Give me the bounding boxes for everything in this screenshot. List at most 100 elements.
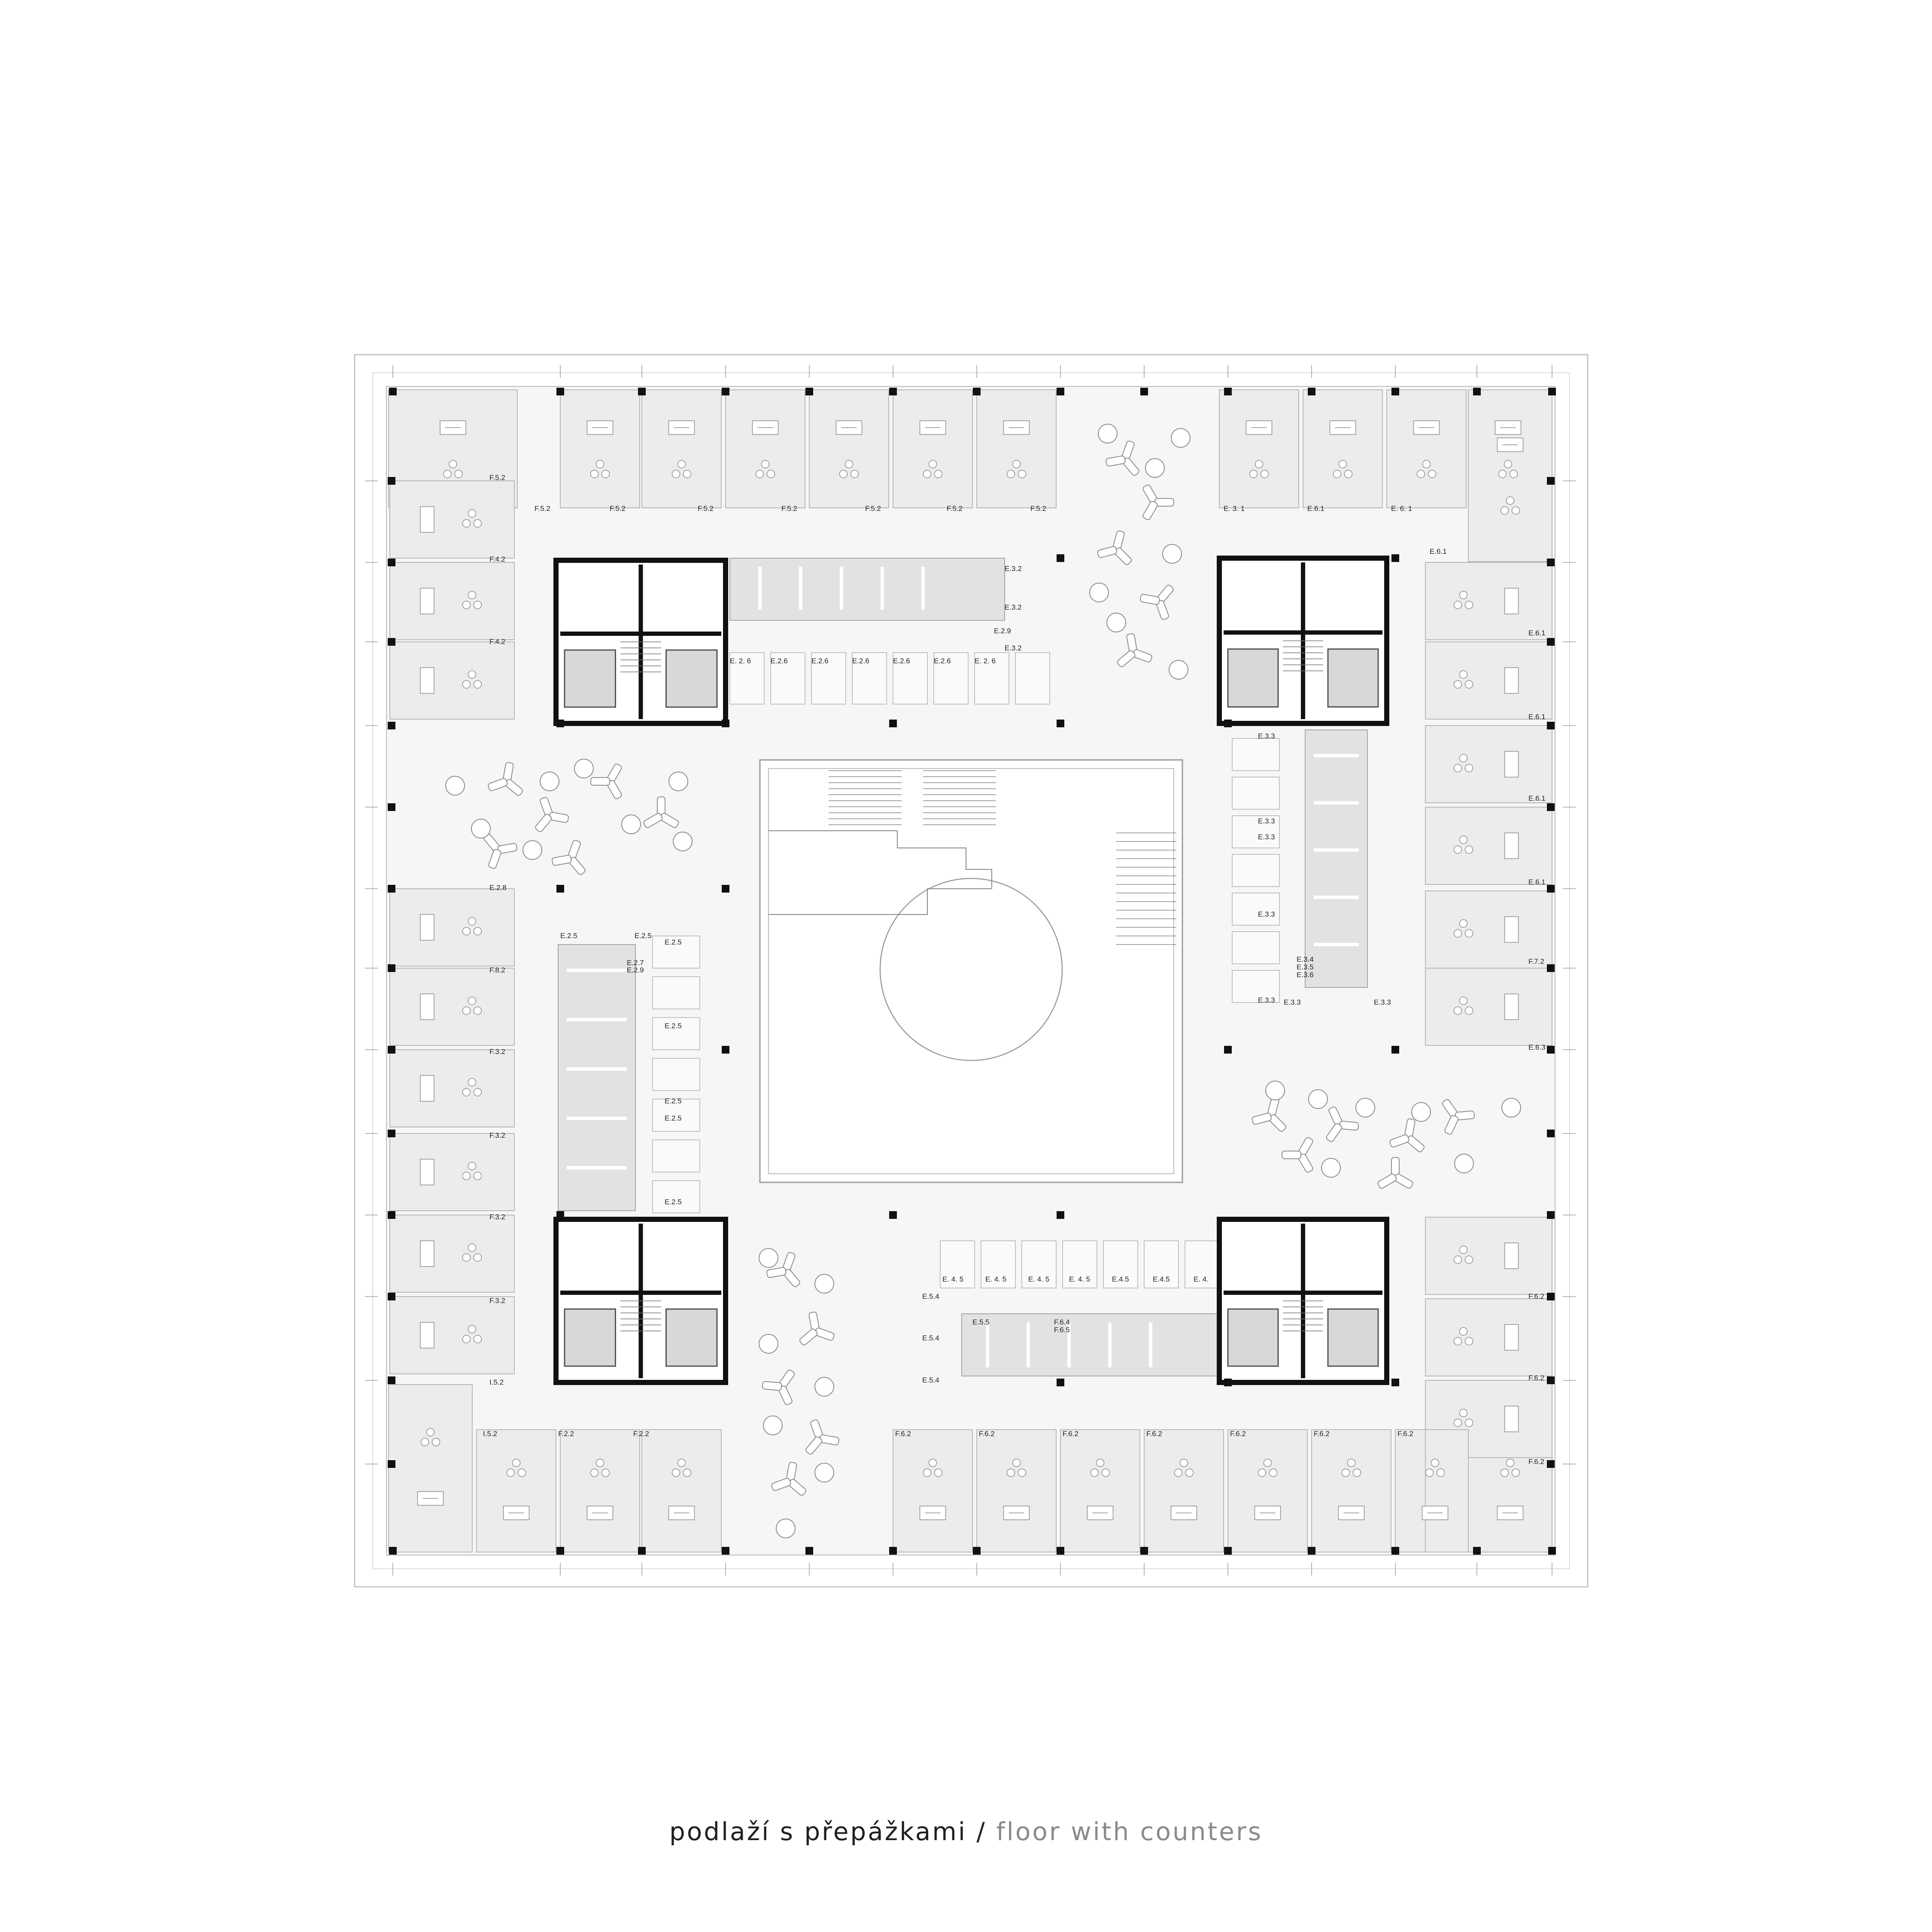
structural-column (556, 885, 564, 893)
service-counter (652, 976, 700, 1009)
lounge-stool (471, 819, 491, 838)
chair (1453, 680, 1462, 689)
chair (923, 470, 932, 478)
lounge-seat-arm (1140, 594, 1160, 605)
chair (1464, 764, 1473, 772)
lounge-seat-arm (805, 1436, 823, 1455)
service-counter (1232, 931, 1280, 964)
lounge-seat (1106, 440, 1139, 476)
structural-column (1547, 964, 1555, 972)
lounge-stool (540, 772, 559, 791)
building-envelope (372, 372, 1570, 1569)
room-label: I.5.2 (483, 1430, 497, 1438)
chair (473, 680, 482, 689)
office-room (1425, 641, 1552, 720)
room-label: E.3.3 (1258, 910, 1275, 918)
room-label: E.2.5 (665, 1198, 682, 1206)
structural-column (722, 388, 729, 395)
elevator (665, 649, 718, 708)
room-label: F.6.2 (1528, 1292, 1544, 1300)
room-label: E.3.5 (1297, 963, 1314, 971)
chair (462, 601, 471, 609)
lounge-stool (1501, 1098, 1521, 1118)
chair (1500, 506, 1509, 515)
room-label: E.2.7 (627, 959, 644, 967)
room-label: E.5.5 (972, 1318, 990, 1326)
lounge-seat-arm (535, 814, 552, 832)
chair (1018, 470, 1027, 478)
service-counter (893, 652, 928, 705)
chair (426, 1428, 435, 1437)
structural-column (388, 1460, 395, 1468)
chair (1464, 680, 1473, 689)
desk (420, 588, 434, 614)
lounge-stool (1411, 1102, 1431, 1122)
chair (462, 1088, 471, 1097)
room-label: E.2.5 (635, 932, 652, 940)
chair (839, 470, 848, 478)
desk (1504, 751, 1519, 778)
lounge-seat (535, 797, 569, 832)
lounge-seat (643, 796, 679, 828)
structural-column (556, 1547, 564, 1555)
office-room (1311, 1429, 1391, 1552)
room-label: F.2.2 (558, 1430, 574, 1438)
room-label: F.2.2 (633, 1430, 649, 1438)
structural-column (388, 1293, 395, 1300)
elevator (1327, 648, 1379, 708)
chair (462, 927, 471, 936)
office-room (389, 1049, 515, 1127)
lounge-stool (776, 1519, 796, 1538)
room-label: E. 4. (1194, 1275, 1209, 1283)
chair (468, 1243, 477, 1252)
room-label: E.6.3 (1528, 1043, 1546, 1051)
lounge-seat-arm (1391, 1157, 1400, 1177)
room-label: F.8.2 (489, 966, 505, 974)
structural-column (388, 1376, 395, 1384)
chair (1428, 470, 1437, 478)
chair (671, 1468, 680, 1477)
service-counter (652, 1099, 700, 1132)
desk (752, 420, 779, 435)
structural-column (1391, 554, 1399, 562)
lounge-seat (488, 762, 523, 796)
chair (517, 1468, 526, 1477)
office-room (389, 1133, 515, 1211)
chair (1498, 470, 1507, 478)
chair (1341, 1468, 1350, 1477)
lounge-seat (1442, 1099, 1475, 1135)
chair (1453, 929, 1462, 938)
room-label: E.3.3 (1258, 732, 1275, 740)
open-workspace (558, 944, 636, 1211)
lounge-seat (1140, 584, 1174, 620)
chair (1464, 845, 1473, 854)
office-room (389, 480, 515, 559)
structural-column (1057, 1547, 1064, 1555)
structural-column (388, 885, 395, 893)
office-room (389, 888, 515, 966)
lounge-stool (673, 832, 693, 851)
service-counter (1232, 893, 1280, 926)
chair (1333, 470, 1342, 478)
office-room (1219, 389, 1299, 508)
room-label: F.6.2 (1146, 1430, 1162, 1438)
desk (420, 1159, 434, 1185)
chair (468, 1162, 477, 1170)
room-label: E. 2. 6 (730, 657, 751, 665)
office-room (809, 389, 889, 508)
room-label: F.5.2 (947, 504, 963, 513)
lounge-stool (1169, 660, 1188, 680)
room-label: E.3.3 (1284, 998, 1301, 1006)
structural-column (973, 1547, 981, 1555)
chair (454, 470, 463, 478)
service-counter (1021, 1240, 1057, 1288)
chair (449, 460, 457, 468)
structural-column (388, 559, 395, 566)
chair (1006, 1468, 1015, 1477)
chair (1464, 601, 1473, 609)
chair (443, 470, 452, 478)
chair (1453, 601, 1462, 609)
service-counter (974, 652, 1009, 705)
room-label: E.2.8 (489, 884, 507, 892)
structural-column (388, 803, 395, 811)
